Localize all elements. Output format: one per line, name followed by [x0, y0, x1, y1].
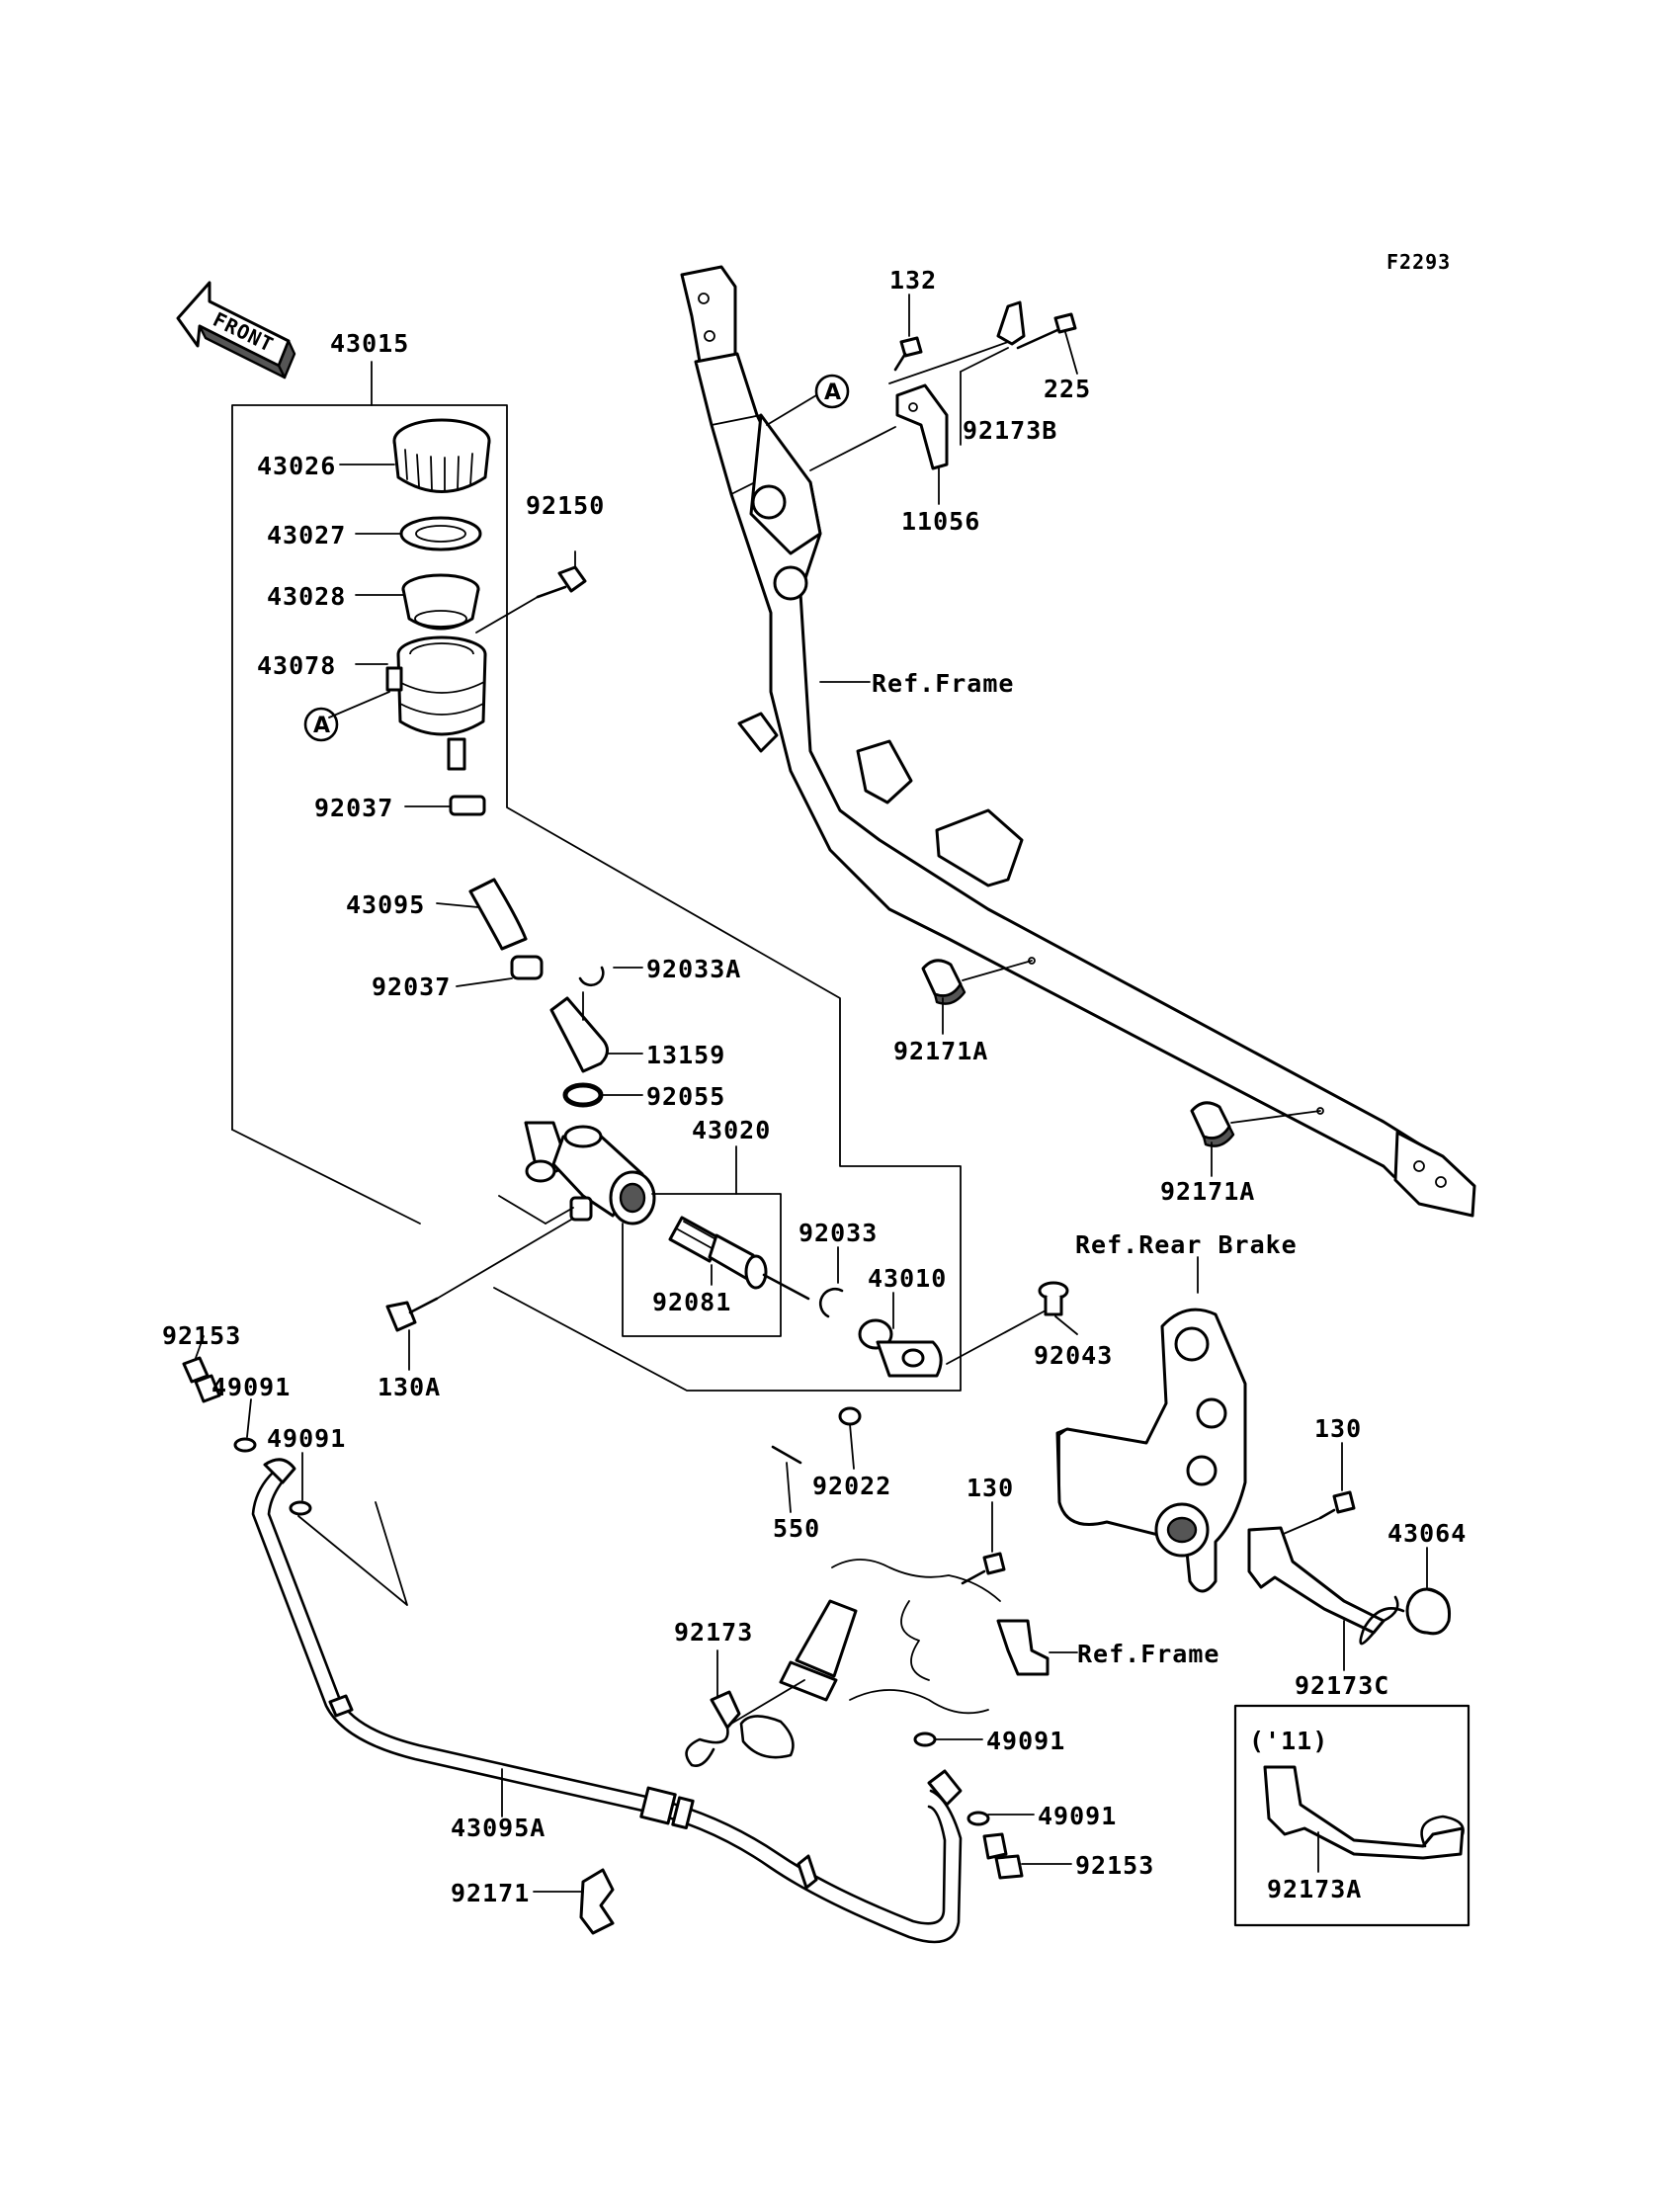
label-43026: 43026	[257, 452, 336, 480]
rear-brake-pedal: Ref.Rear Brake	[1055, 1230, 1298, 1593]
label-43095: 43095	[346, 890, 425, 919]
label-43064: 43064	[1387, 1519, 1467, 1548]
hose-43095: 43095	[346, 878, 528, 951]
label-92033A: 92033A	[646, 955, 741, 983]
reservoir-cap-43026: 43026	[257, 418, 491, 493]
bracket-92173B: 92173B	[960, 300, 1057, 446]
diaphragm-43028: 43028	[267, 573, 480, 631]
label-43028: 43028	[267, 582, 346, 611]
elbow-fitting-13159: 13159	[549, 991, 725, 1073]
label-ref-frame-lower: Ref.Frame	[1077, 1640, 1219, 1668]
label-43078: 43078	[257, 651, 336, 680]
clamp-92171A-upper: 92171A	[893, 957, 1036, 1065]
label-92022: 92022	[812, 1472, 891, 1500]
label-43020: 43020	[692, 1116, 771, 1144]
diagram-code: F2293	[1386, 250, 1451, 274]
label-92173: 92173	[674, 1618, 753, 1647]
label-130-lower: 130	[966, 1474, 1014, 1502]
bolt-132: 132	[888, 266, 1009, 384]
bracket-43015: 43015	[231, 329, 962, 1392]
label-130-right: 130	[1314, 1414, 1362, 1443]
label-92153-left: 92153	[162, 1321, 241, 1350]
gasket-49091-b: 49091	[267, 1424, 346, 1516]
master-cylinder-body	[498, 1121, 656, 1225]
callout-a-label: A	[313, 714, 330, 738]
label-92150: 92150	[526, 491, 605, 520]
gasket-49091-a: 49091	[211, 1373, 291, 1453]
label-49091-a: 49091	[211, 1373, 291, 1401]
label-132: 132	[889, 266, 937, 295]
label-43027: 43027	[267, 521, 346, 549]
label-92173B: 92173B	[963, 416, 1057, 445]
label-43095A: 43095A	[451, 1814, 546, 1842]
circlip-92033A: 92033A	[578, 955, 741, 987]
label-92171A-upper: 92171A	[893, 1037, 988, 1065]
label-92171A-lower: 92171A	[1160, 1177, 1255, 1206]
union-bolt-92153-right: 92153	[982, 1832, 1154, 1880]
label-11056: 11056	[901, 507, 980, 536]
cotter-pin-550: 550	[771, 1445, 820, 1543]
label-49091-d: 49091	[1038, 1802, 1117, 1830]
piston-assembly-43020: 43020 92081	[622, 1116, 810, 1337]
bracket-11056: 11056	[809, 383, 980, 536]
brake-hose-43095A: 43095A	[251, 1458, 963, 1944]
bolt-92150: 92150	[475, 491, 605, 634]
callout-a-circle-frame	[814, 374, 850, 409]
label-92081: 92081	[652, 1288, 731, 1316]
clamp-92171A-lower: 92171A	[1160, 1101, 1324, 1206]
label-ref-rear-brake: Ref.Rear Brake	[1075, 1230, 1298, 1259]
gasket-49091-d: 49091	[966, 1802, 1117, 1830]
label-550: 550	[773, 1514, 820, 1543]
label-92173A: 92173A	[1267, 1875, 1362, 1903]
clamp-92037-lower: 92037	[372, 955, 544, 1001]
bolt-130-right: 130	[1264, 1414, 1362, 1543]
gasket-49091-c: 49091	[913, 1727, 1065, 1755]
diaphragm-plate-43027: 43027	[267, 516, 482, 551]
label-43015: 43015	[330, 329, 409, 358]
label-92171: 92171	[451, 1879, 530, 1907]
clevis-43010: 43010	[858, 1264, 947, 1378]
label-49091-c: 49091	[986, 1727, 1065, 1755]
bolt-130-lower: 130	[961, 1474, 1014, 1585]
callout-a-frame-label: A	[824, 380, 841, 405]
label-13159: 13159	[646, 1041, 725, 1069]
grommet-43064: 43064	[1387, 1519, 1467, 1636]
clamp-92037-upper: 92037	[314, 794, 486, 822]
label-130A: 130A	[378, 1373, 441, 1401]
washer-92022: 92022	[812, 1406, 891, 1500]
hose-orientation-lines	[297, 1501, 408, 1606]
label-92037-lower: 92037	[372, 972, 451, 1001]
bolt-225: 225	[1016, 312, 1091, 403]
bracket-92173C: 92173C	[1247, 1526, 1405, 1700]
lower-frame-section: Ref.Frame	[730, 1559, 1219, 1725]
label-92055: 92055	[646, 1082, 725, 1111]
label-49091-b: 49091	[267, 1424, 346, 1453]
label-92033: 92033	[798, 1219, 878, 1247]
label-92037-upper: 92037	[314, 794, 393, 822]
front-arrow-icon: FRONT	[176, 281, 296, 380]
pin-92043: 92043	[946, 1281, 1113, 1370]
bolt-130A: 130A	[378, 1219, 572, 1401]
frame-rail: Ref.Frame A	[680, 265, 1476, 1218]
reservoir-tank-43078: 43078 A	[257, 635, 487, 771]
callout-a-circle	[303, 707, 339, 742]
label-225: 225	[1044, 375, 1091, 403]
bracket-92173: 92173	[674, 1618, 795, 1767]
union-bolt-92153-left: 92153	[162, 1321, 241, 1403]
label-ref-frame-upper: Ref.Frame	[872, 669, 1014, 698]
label-92043: 92043	[1034, 1341, 1113, 1370]
circlip-92033: 92033	[798, 1219, 878, 1318]
inset-2011: ('11) 92173A	[1233, 1704, 1470, 1927]
label-92153-right: 92153	[1075, 1851, 1154, 1880]
clamp-92171: 92171	[451, 1868, 615, 1935]
label-43010: 43010	[868, 1264, 947, 1293]
label-92173C: 92173C	[1295, 1671, 1389, 1700]
o-ring-92055: 92055	[562, 1082, 725, 1111]
inset-year-label: ('11)	[1249, 1727, 1328, 1755]
